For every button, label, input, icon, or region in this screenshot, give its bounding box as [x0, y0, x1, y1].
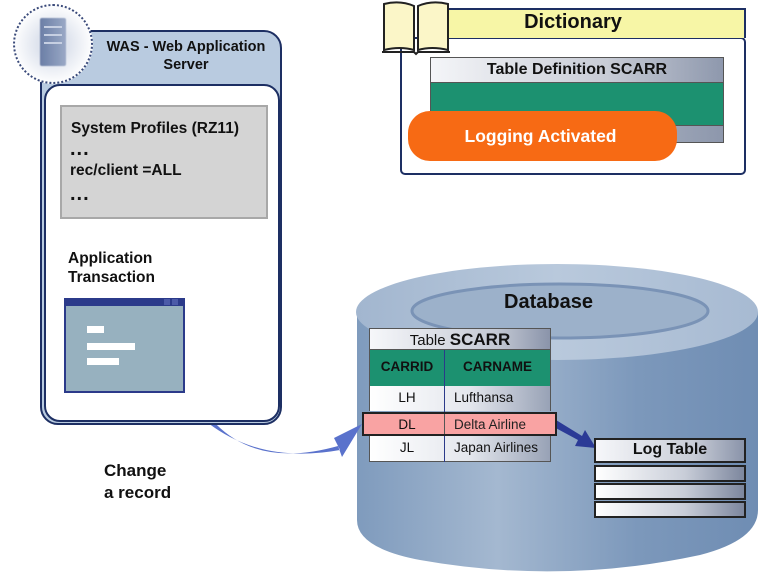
- column-divider: [444, 414, 445, 434]
- log-table-row: [594, 483, 746, 500]
- profile-parameter: rec/client =ALL: [70, 162, 182, 179]
- column-header-carname: CARNAME: [463, 359, 532, 374]
- cell-carrid: JL: [399, 440, 415, 455]
- label-line: Application: [68, 250, 153, 267]
- system-profiles-box: [60, 105, 268, 219]
- server-slot: [44, 34, 62, 36]
- log-table-title: Log Table: [632, 441, 708, 458]
- column-header-carrid: CARRID: [380, 359, 434, 374]
- window-button-icon: [164, 299, 170, 305]
- cell-carname: Japan Airlines: [454, 440, 539, 455]
- form-field-icon: [87, 343, 135, 350]
- cell-carname: Lufthansa: [454, 390, 514, 405]
- scarr-column-header-row: [369, 350, 551, 386]
- dictionary-title: Dictionary: [524, 11, 622, 33]
- server-slot: [44, 42, 62, 44]
- table-definition-title: Table Definition SCARR: [486, 61, 668, 78]
- window-titlebar: [64, 298, 185, 306]
- cell-carname: Delta Airline: [454, 417, 527, 432]
- dictionary-header: [440, 8, 746, 38]
- form-field-icon: [87, 326, 104, 333]
- log-table-row: [594, 501, 746, 518]
- log-table-row: [594, 465, 746, 482]
- table-row-highlighted: [362, 412, 557, 436]
- ellipsis: ...: [70, 138, 90, 160]
- book-icon: [382, 1, 450, 56]
- table-name: SCARR: [449, 330, 511, 349]
- database-title: Database: [504, 291, 593, 313]
- scarr-table-header: [369, 328, 551, 350]
- ellipsis: ...: [70, 183, 90, 205]
- label-line: Transaction: [68, 269, 155, 286]
- label-line: a record: [104, 483, 172, 502]
- table-definition-header: [430, 57, 724, 83]
- server-slot: [44, 26, 62, 28]
- was-title: WAS - Web Application Server: [106, 39, 266, 73]
- profiles-title: System Profiles (RZ11): [71, 120, 239, 137]
- column-divider: [444, 350, 445, 462]
- window-button-icon: [172, 299, 178, 305]
- scarr-table-title: Table SCARR: [369, 330, 551, 350]
- log-arrow: [552, 420, 596, 448]
- table-prefix: Table: [409, 332, 446, 349]
- cell-carrid: LH: [398, 390, 416, 405]
- table-row: [369, 436, 551, 462]
- label-line: Change: [104, 461, 167, 480]
- server-icon: [13, 4, 93, 84]
- cell-carrid: DL: [398, 417, 416, 432]
- log-table-header: [594, 438, 746, 463]
- table-row: [369, 386, 551, 411]
- logging-activated-badge: Logging Activated: [408, 111, 677, 161]
- application-transaction-label: Application Transaction: [68, 249, 155, 287]
- form-field-icon: [87, 358, 119, 365]
- change-record-label: Change a record: [104, 460, 171, 504]
